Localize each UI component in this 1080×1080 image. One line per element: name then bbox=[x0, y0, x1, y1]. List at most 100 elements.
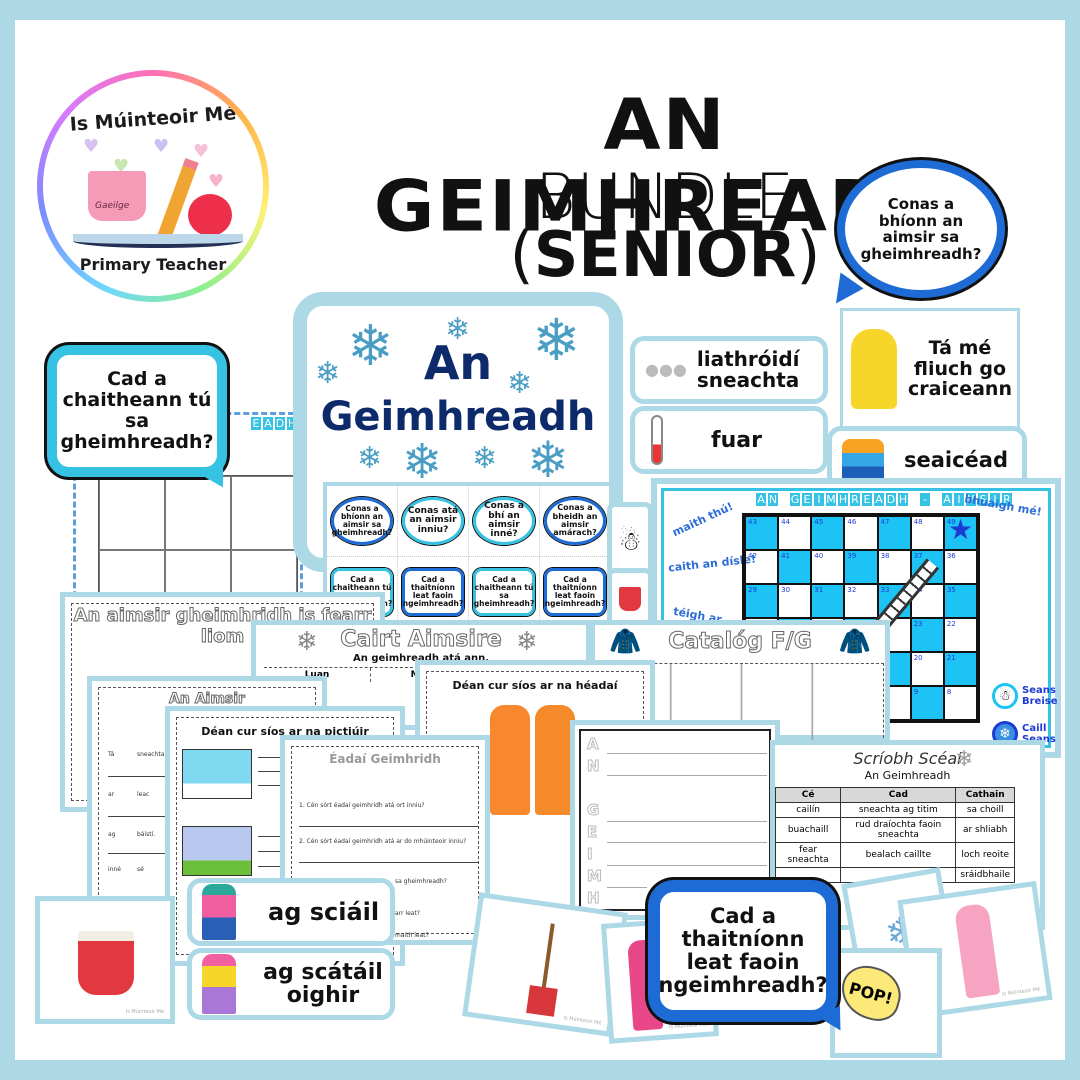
snowflake-icon: ❄ bbox=[516, 627, 538, 657]
board-square: 21 bbox=[943, 652, 977, 686]
table-cell: rud draíochta faoin sneachta bbox=[840, 817, 957, 843]
product-cover: ♥ ♥ ♥ ♥ ♥ Is Múinteoir Mé Gaeilge Primar… bbox=[15, 20, 1065, 1060]
board-square: 31 bbox=[811, 584, 845, 618]
board-square: 35 bbox=[943, 584, 977, 618]
snowman-icon: ☃ bbox=[992, 683, 1018, 709]
banner-gap bbox=[910, 493, 918, 506]
word: Tá bbox=[108, 751, 115, 758]
acrostic-letter: N bbox=[587, 757, 601, 776]
banner-letter: E bbox=[802, 493, 812, 506]
acrostic-letter: G bbox=[586, 801, 600, 820]
board-square: 48 bbox=[910, 516, 944, 550]
write-line bbox=[607, 842, 767, 843]
acrostic-letter: I bbox=[587, 845, 594, 864]
write-line bbox=[258, 836, 288, 837]
apple-icon bbox=[188, 194, 232, 236]
word-card-text: ag sciáil bbox=[268, 898, 380, 926]
banner-letter: A bbox=[263, 417, 273, 430]
board-square: 44 bbox=[778, 516, 812, 550]
snowflake-icon: ❄ bbox=[527, 431, 569, 489]
bubble-text: Cad a thaitníonn leat faoin ngeimhreadh? bbox=[658, 903, 828, 998]
skating-girl-icon bbox=[202, 954, 236, 1014]
write-line bbox=[299, 826, 479, 827]
banner-letter: A bbox=[756, 493, 766, 506]
board-square-finish: 49 bbox=[943, 516, 977, 550]
banner-letter: D bbox=[275, 417, 285, 430]
acrostic-letter: E bbox=[586, 823, 598, 842]
watermark: Is Múinteoir Mé bbox=[563, 1015, 602, 1027]
word-card-text: seaicéad bbox=[904, 448, 1009, 472]
question-text: 2. Cén sórt éadaí geimhridh atá ar do mh… bbox=[299, 838, 467, 845]
board-square: 29 bbox=[745, 584, 779, 618]
snowflake-icon: ❄ bbox=[347, 314, 394, 379]
board-square: 9 bbox=[910, 686, 944, 720]
raincoat-child-icon bbox=[851, 329, 897, 409]
snowman-icon: ☃ bbox=[618, 527, 642, 557]
snowflake-icon: ❄ bbox=[507, 366, 533, 401]
banner-letter: G bbox=[790, 493, 800, 506]
worksheet-title: Éadaí Geimhridh bbox=[329, 752, 441, 766]
senior-subtitle: (SENIOR) bbox=[300, 218, 1030, 291]
bubble-text: Cad a chaitheann tú sa gheimhreadh? bbox=[60, 368, 214, 453]
table-cell: sa choill bbox=[955, 802, 1015, 818]
word: leac bbox=[137, 791, 150, 798]
banner-letter: H bbox=[838, 493, 848, 506]
question-cell: Cad a chaitheann tú sa gheimhreadh? bbox=[469, 557, 540, 628]
word-card-text: liathróidí sneachta bbox=[696, 347, 800, 392]
legend-text: Seans Breise bbox=[1022, 685, 1058, 707]
acrostic-letter: A bbox=[587, 735, 600, 754]
poster-title-line2: Geimhreadh bbox=[320, 394, 596, 440]
snowflake-icon: ❄ bbox=[402, 434, 443, 490]
banner-letter: R bbox=[850, 493, 860, 506]
board-square: 47 bbox=[877, 516, 911, 550]
question-cell: Cad a thaitníonn leat faoin ngeimhreadh? bbox=[540, 557, 611, 628]
table-cell: sneachta ag titim bbox=[840, 802, 957, 818]
watermark: Is Múinteoir Mé bbox=[125, 1009, 164, 1015]
star-icon: ★ bbox=[948, 513, 974, 546]
board-square: 39 bbox=[844, 550, 878, 584]
grid-cell bbox=[99, 476, 165, 550]
boy-winter-icon bbox=[535, 705, 575, 815]
picture-card-pop: POP! bbox=[830, 948, 942, 1058]
pop-text: POP! bbox=[847, 978, 895, 1008]
table-cell: sráidbhaile bbox=[955, 867, 1015, 883]
question-bubble: Cad a chaitheann tú sa gheimhreadh? bbox=[473, 568, 535, 616]
shovel-blade bbox=[526, 985, 558, 1017]
word: inné bbox=[108, 866, 121, 873]
legend-text: Caill Seans bbox=[1022, 723, 1056, 745]
snowflake-icon: ❄ bbox=[472, 441, 498, 476]
board-square: 22 bbox=[943, 618, 977, 652]
banner-letter: R bbox=[1002, 493, 1012, 506]
watermark: Is Múinteoir Mé bbox=[1001, 986, 1041, 998]
word: ar bbox=[108, 791, 115, 798]
speech-bubble-clothes: Cad a chaitheann tú sa gheimhreadh? bbox=[47, 345, 227, 477]
write-line bbox=[258, 851, 288, 852]
day-header: Luan bbox=[264, 668, 371, 682]
banner-letter: I bbox=[814, 493, 824, 506]
word-card-text: ag scátáil oighir bbox=[263, 959, 383, 1008]
mug-label: Gaeilge bbox=[95, 201, 130, 211]
book-icon bbox=[73, 234, 243, 248]
word: ag bbox=[108, 831, 116, 838]
snowballs-icon: ●●● bbox=[645, 359, 687, 379]
speech-bubble-weather: Conas a bhíonn an aimsir sa gheimhreadh? bbox=[837, 160, 1005, 298]
word-card-skating: ag scátáil oighir bbox=[187, 948, 395, 1020]
worksheet-subtitle: An geimhreadh atá ann. bbox=[352, 653, 489, 664]
logo-badge: ♥ ♥ ♥ ♥ ♥ Is Múinteoir Mé Gaeilge Primar… bbox=[37, 70, 269, 302]
write-line bbox=[607, 887, 647, 888]
table-cell: ar shliabh bbox=[955, 817, 1015, 843]
logo-top-text: Is Múinteoir Mé bbox=[69, 102, 237, 136]
speech-bubble-enjoy: Cad a thaitníonn leat faoin ngeimhreadh? bbox=[648, 880, 838, 1022]
table-header-row: Cé Cad Cathain bbox=[774, 787, 1015, 803]
write-line bbox=[299, 862, 479, 863]
worksheet-title: Cairt Aimsire bbox=[340, 627, 502, 653]
banner-letter: D bbox=[886, 493, 896, 506]
girl-drink-icon bbox=[953, 902, 1001, 999]
mug-icon bbox=[88, 171, 146, 221]
jacket-hat-icon: 🧥 bbox=[838, 627, 871, 657]
snowflake-icon: ❄ bbox=[955, 747, 974, 772]
board-square: 38 bbox=[877, 550, 911, 584]
